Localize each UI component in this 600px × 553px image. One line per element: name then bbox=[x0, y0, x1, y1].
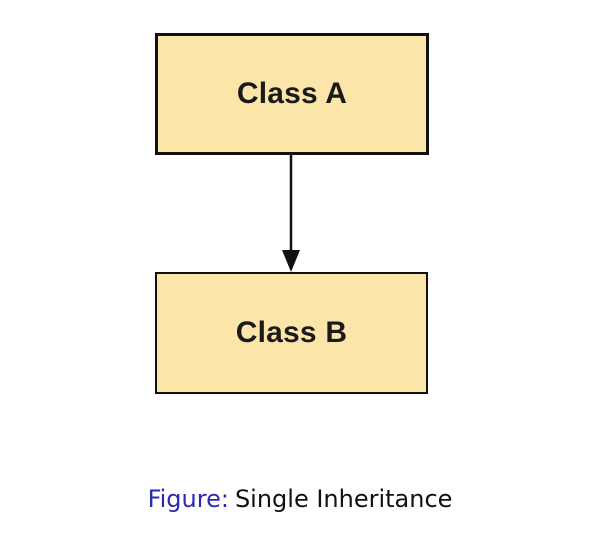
caption-text: Single Inheritance bbox=[234, 485, 453, 513]
caption-prefix: Figure: bbox=[147, 485, 229, 513]
class-b-box[interactable]: Class B bbox=[155, 272, 428, 394]
figure-caption: Figure:Single Inheritance bbox=[0, 485, 600, 513]
class-a-box[interactable]: Class A bbox=[155, 33, 429, 155]
inheritance-diagram: Class A Class B bbox=[155, 33, 429, 394]
diagram-edges bbox=[282, 155, 300, 272]
edge-a-to-b-arrowhead bbox=[282, 250, 300, 272]
class-a-label: Class A bbox=[236, 77, 348, 110]
class-b-label: Class B bbox=[235, 316, 348, 349]
